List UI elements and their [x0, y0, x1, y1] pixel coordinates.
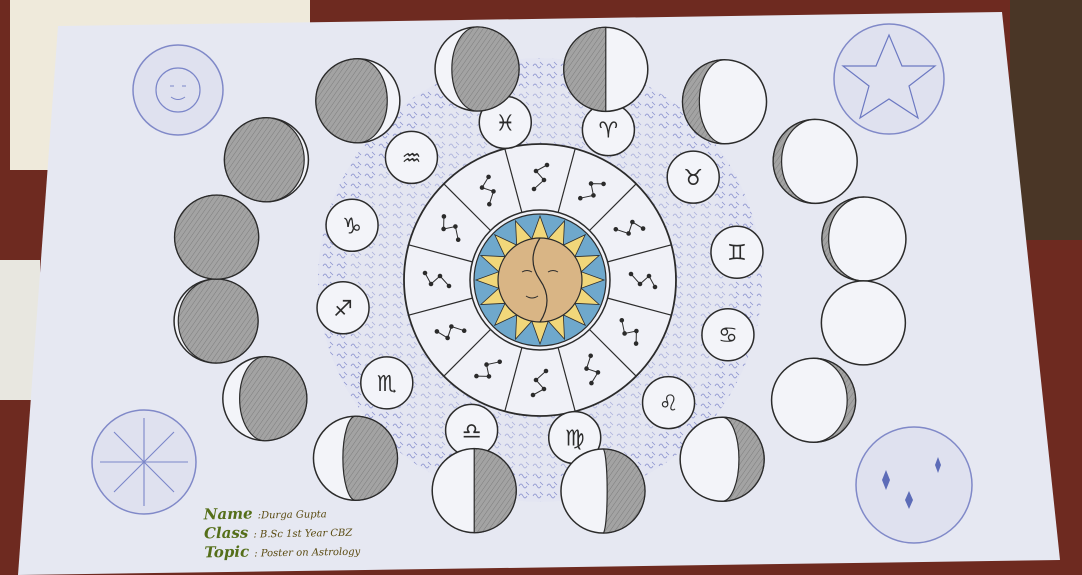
moon-phase-14	[175, 195, 259, 279]
moon-phase-2	[564, 27, 648, 111]
label-topic-key: Topic	[204, 543, 249, 562]
moon-phase-6	[821, 281, 905, 365]
label-class-value: : B.Sc 1st Year CBZ	[253, 528, 352, 541]
moon-phase-12	[223, 357, 307, 441]
star-seal-sketch	[834, 24, 944, 134]
wheel-sketch	[92, 410, 196, 514]
moon-phase-1	[435, 27, 519, 111]
moon-phase-9	[561, 449, 645, 533]
moon-phase-15	[224, 118, 308, 202]
zodiac-glyph-10: ♐	[317, 282, 369, 334]
zodiac-glyph-5: ♋	[702, 309, 754, 361]
moon-phase-13	[174, 279, 258, 363]
label-class-key: Class	[204, 524, 249, 543]
svg-text:♓: ♓	[495, 111, 515, 136]
label-name-value: :Durga Gupta	[258, 509, 327, 521]
svg-text:♊: ♊	[727, 241, 747, 266]
moon-phase-5	[822, 197, 906, 281]
svg-text:♉: ♉	[683, 166, 703, 191]
label-topic-value: : Poster on Astrology	[254, 547, 360, 560]
sun-face-sketch	[133, 45, 223, 135]
moon-phase-8	[680, 417, 764, 501]
zodiac-glyph-12: ♒	[385, 131, 437, 183]
svg-text:♈: ♈	[599, 119, 619, 144]
moon-phase-4	[773, 119, 857, 203]
label-name-key: Name	[204, 505, 253, 524]
moon-phase-3	[683, 60, 767, 144]
svg-text:♑: ♑	[342, 214, 362, 239]
svg-text:♎: ♎	[462, 419, 482, 444]
svg-text:♍: ♍	[565, 427, 585, 452]
moon-phase-16	[316, 59, 400, 143]
svg-text:♒: ♒	[402, 146, 422, 171]
sun-moon-center	[474, 214, 606, 346]
zodiac-glyph-6: ♌	[643, 377, 695, 429]
svg-text:♌: ♌	[659, 392, 679, 417]
zodiac-glyph-4: ♊	[711, 226, 763, 278]
moon-phase-11	[313, 416, 397, 500]
svg-text:♐: ♐	[333, 297, 353, 322]
svg-text:♏: ♏	[377, 372, 397, 397]
zodiac-glyph-9: ♏	[361, 357, 413, 409]
zodiac-glyph-3: ♉	[667, 151, 719, 203]
zodiac-glyph-11: ♑	[326, 199, 378, 251]
moon-phase-7	[772, 358, 856, 442]
svg-text:♋: ♋	[718, 324, 738, 349]
starry-sketch	[856, 427, 972, 543]
moon-phase-10	[432, 449, 516, 533]
poster-label: Name :Durga Gupta Class : B.Sc 1st Year …	[204, 502, 361, 562]
